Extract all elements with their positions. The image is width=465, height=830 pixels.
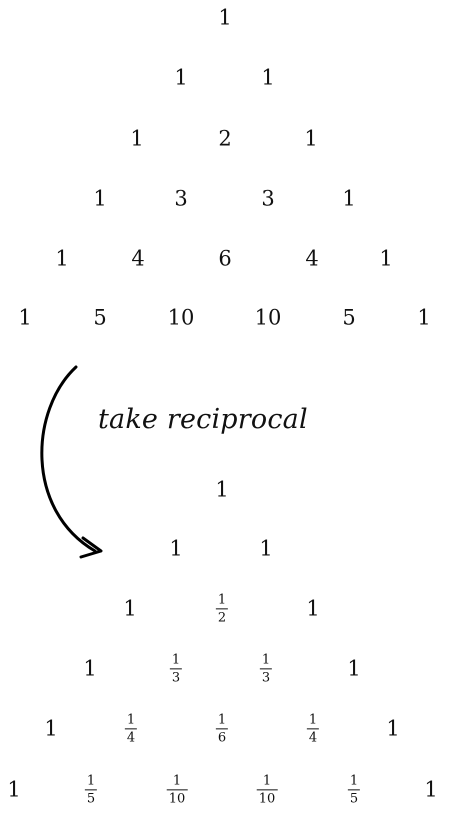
triangle-entry: 1: [261, 65, 275, 90]
triangle-entry: 1: [379, 246, 393, 271]
arrow-head: [79, 536, 103, 559]
fraction-numerator: 1: [217, 712, 227, 728]
triangle-entry: 3: [174, 186, 188, 211]
reciprocal-entry: 1: [347, 656, 361, 681]
triangle-entry: 1: [18, 305, 32, 330]
fraction-bar: [256, 789, 278, 790]
fraction-denominator: 10: [168, 791, 186, 806]
fraction-bar: [124, 728, 138, 729]
fraction-bar: [215, 728, 229, 729]
fraction-denominator: 2: [217, 610, 227, 625]
triangle-entry: 5: [342, 305, 356, 330]
fraction-denominator: 3: [261, 670, 271, 685]
triangle-entry: 1: [130, 126, 144, 151]
triangle-entry: 1: [174, 65, 188, 90]
triangle-entry: 4: [131, 246, 145, 271]
fraction-bar: [306, 728, 320, 729]
fraction-numerator: 1: [262, 773, 272, 789]
reciprocal-entry: 1: [7, 777, 21, 802]
triangle-entry: 1: [342, 186, 356, 211]
reciprocal-entry: 1: [169, 536, 183, 561]
fraction-numerator: 1: [171, 652, 181, 668]
arrow-curve: [40, 365, 97, 553]
reciprocal-entry: 1: [386, 716, 400, 741]
triangle-entry: 6: [218, 246, 232, 271]
fraction-bar: [347, 789, 361, 790]
reciprocal-entry: 1: [215, 477, 229, 502]
fraction-numerator: 1: [349, 773, 359, 789]
reciprocal-entry: 1: [306, 596, 320, 621]
fraction-numerator: 1: [126, 712, 136, 728]
fraction-denominator: 4: [126, 730, 136, 745]
fraction-bar: [215, 608, 229, 609]
triangle-entry: 1: [304, 126, 318, 151]
caption-take-reciprocal: take reciprocal: [98, 404, 308, 435]
triangle-entry: 1: [218, 5, 232, 30]
fraction-bar: [84, 789, 98, 790]
fraction-bar: [259, 668, 273, 669]
fraction-denominator: 3: [171, 670, 181, 685]
fraction-numerator: 1: [308, 712, 318, 728]
fraction-denominator: 5: [86, 791, 96, 806]
triangle-entry: 5: [93, 305, 107, 330]
fraction-denominator: 5: [349, 791, 359, 806]
triangle-entry: 3: [261, 186, 275, 211]
fraction-bar: [166, 789, 188, 790]
fraction-denominator: 6: [217, 730, 227, 745]
fraction-bar: [169, 668, 183, 669]
reciprocal-entry: 1: [83, 656, 97, 681]
reciprocal-entry: 1: [44, 716, 58, 741]
triangle-entry: 1: [93, 186, 107, 211]
reciprocal-entry: 1: [259, 536, 273, 561]
fraction-numerator: 1: [86, 773, 96, 789]
triangle-entry: 2: [218, 126, 232, 151]
reciprocal-entry: 1: [424, 777, 438, 802]
fraction-numerator: 1: [261, 652, 271, 668]
triangle-entry: 10: [254, 305, 282, 330]
fraction-denominator: 4: [308, 730, 318, 745]
triangle-entry: 4: [305, 246, 319, 271]
triangle-entry: 1: [417, 305, 431, 330]
fraction-denominator: 10: [258, 791, 276, 806]
fraction-numerator: 1: [217, 592, 227, 608]
reciprocal-entry: 1: [123, 596, 137, 621]
triangle-entry: 1: [55, 246, 69, 271]
fraction-numerator: 1: [172, 773, 182, 789]
triangle-entry: 10: [167, 305, 195, 330]
